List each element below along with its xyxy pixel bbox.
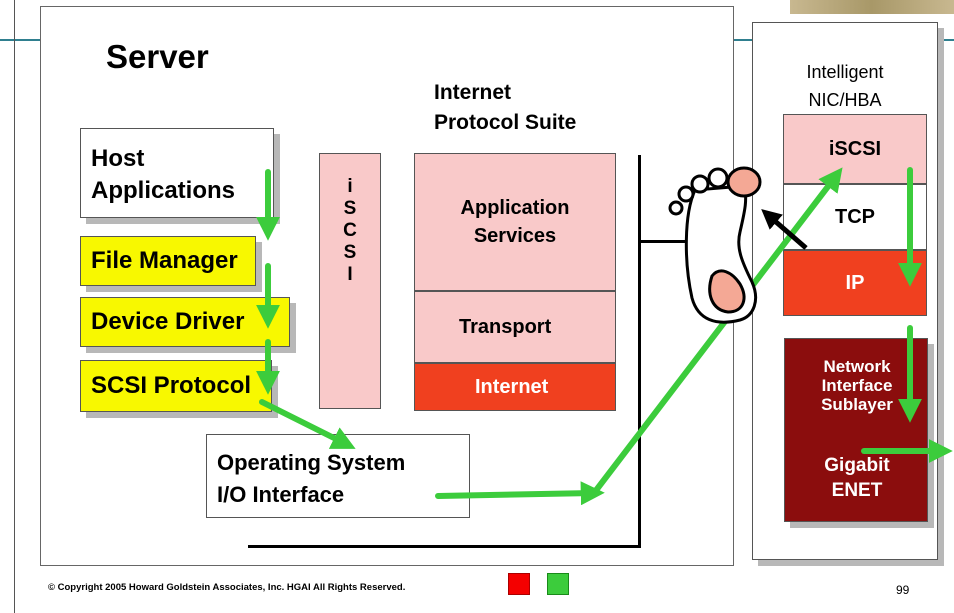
bottom-bus-line xyxy=(248,545,641,548)
nic-title: Intelligent NIC/HBA xyxy=(752,58,938,114)
transport-label: Transport xyxy=(459,315,552,338)
nic-ip-label: IP xyxy=(845,271,865,294)
file-manager-label: File Manager xyxy=(91,247,238,274)
footer-copyright: © Copyright 2005 Howard Goldstein Associ… xyxy=(48,582,406,593)
gigabit-enet-label: Gigabit ENET xyxy=(785,453,929,503)
gigabit-line2: ENET xyxy=(831,480,883,501)
vertical-network-line xyxy=(638,155,641,548)
left-border xyxy=(14,0,15,613)
nic-iscsi-label: iSCSI xyxy=(828,137,882,160)
gigabit-line1: Gigabit xyxy=(824,455,890,476)
os-io-interface-box[interactable]: Operating System I/O Interface xyxy=(206,434,470,518)
nav-next-button[interactable] xyxy=(547,573,569,595)
iscsi-column[interactable]: i S C S I xyxy=(319,153,381,409)
iscsi-letter-5: I xyxy=(347,264,353,285)
nic-physical-box[interactable]: Network Interface Sublayer Gigabit ENET xyxy=(784,338,928,522)
net-sublayer-line3: Sublayer xyxy=(821,395,893,414)
app-services-box[interactable]: Application Services xyxy=(414,153,616,291)
transport-box[interactable]: Transport xyxy=(414,291,616,363)
os-line2: I/O Interface xyxy=(217,482,345,507)
net-sublayer-line1: Network xyxy=(823,357,891,376)
iscsi-letter-3: C xyxy=(343,220,357,241)
nic-ip-box[interactable]: IP xyxy=(783,250,927,316)
scsi-protocol-box[interactable]: SCSI Protocol xyxy=(80,360,272,412)
server-frame-shadow xyxy=(48,6,742,10)
net-sublayer-line2: Interface xyxy=(821,376,893,395)
internet-label: Internet xyxy=(475,375,549,398)
internet-box[interactable]: Internet xyxy=(414,363,616,411)
os-line1: Operating System xyxy=(217,450,406,475)
nic-tcp-box[interactable]: TCP xyxy=(783,184,927,250)
ip-suite-title: Internet Protocol Suite xyxy=(434,78,576,138)
host-applications-line2: Applications xyxy=(91,177,236,204)
nic-title-line2: NIC/HBA xyxy=(808,90,882,110)
page-number: 99 xyxy=(896,583,910,597)
device-driver-box[interactable]: Device Driver xyxy=(80,297,290,347)
nic-tcp-label: TCP xyxy=(835,205,875,228)
file-manager-box[interactable]: File Manager xyxy=(80,236,256,286)
app-services-line2: Services xyxy=(473,225,557,247)
server-title: Server xyxy=(106,38,209,75)
host-applications-box[interactable]: Host Applications xyxy=(80,128,274,218)
company-logo xyxy=(790,0,954,14)
host-applications-line1: Host xyxy=(91,145,145,172)
nic-title-line1: Intelligent xyxy=(806,62,884,82)
app-services-line1: Application xyxy=(460,197,570,219)
nav-prev-button[interactable] xyxy=(508,573,530,595)
iscsi-letter-4: S xyxy=(343,242,357,263)
device-driver-label: Device Driver xyxy=(91,308,245,335)
scsi-protocol-label: SCSI Protocol xyxy=(91,372,252,399)
horizontal-network-stub xyxy=(638,240,686,243)
iscsi-letter-2: S xyxy=(343,198,357,219)
nic-iscsi-box[interactable]: iSCSI xyxy=(783,114,927,184)
ip-suite-title-line2: Protocol Suite xyxy=(434,111,577,134)
ip-suite-title-line1: Internet xyxy=(434,81,512,104)
iscsi-letter-1: i xyxy=(347,176,353,197)
net-sublayer-label: Network Interface Sublayer xyxy=(785,357,929,414)
